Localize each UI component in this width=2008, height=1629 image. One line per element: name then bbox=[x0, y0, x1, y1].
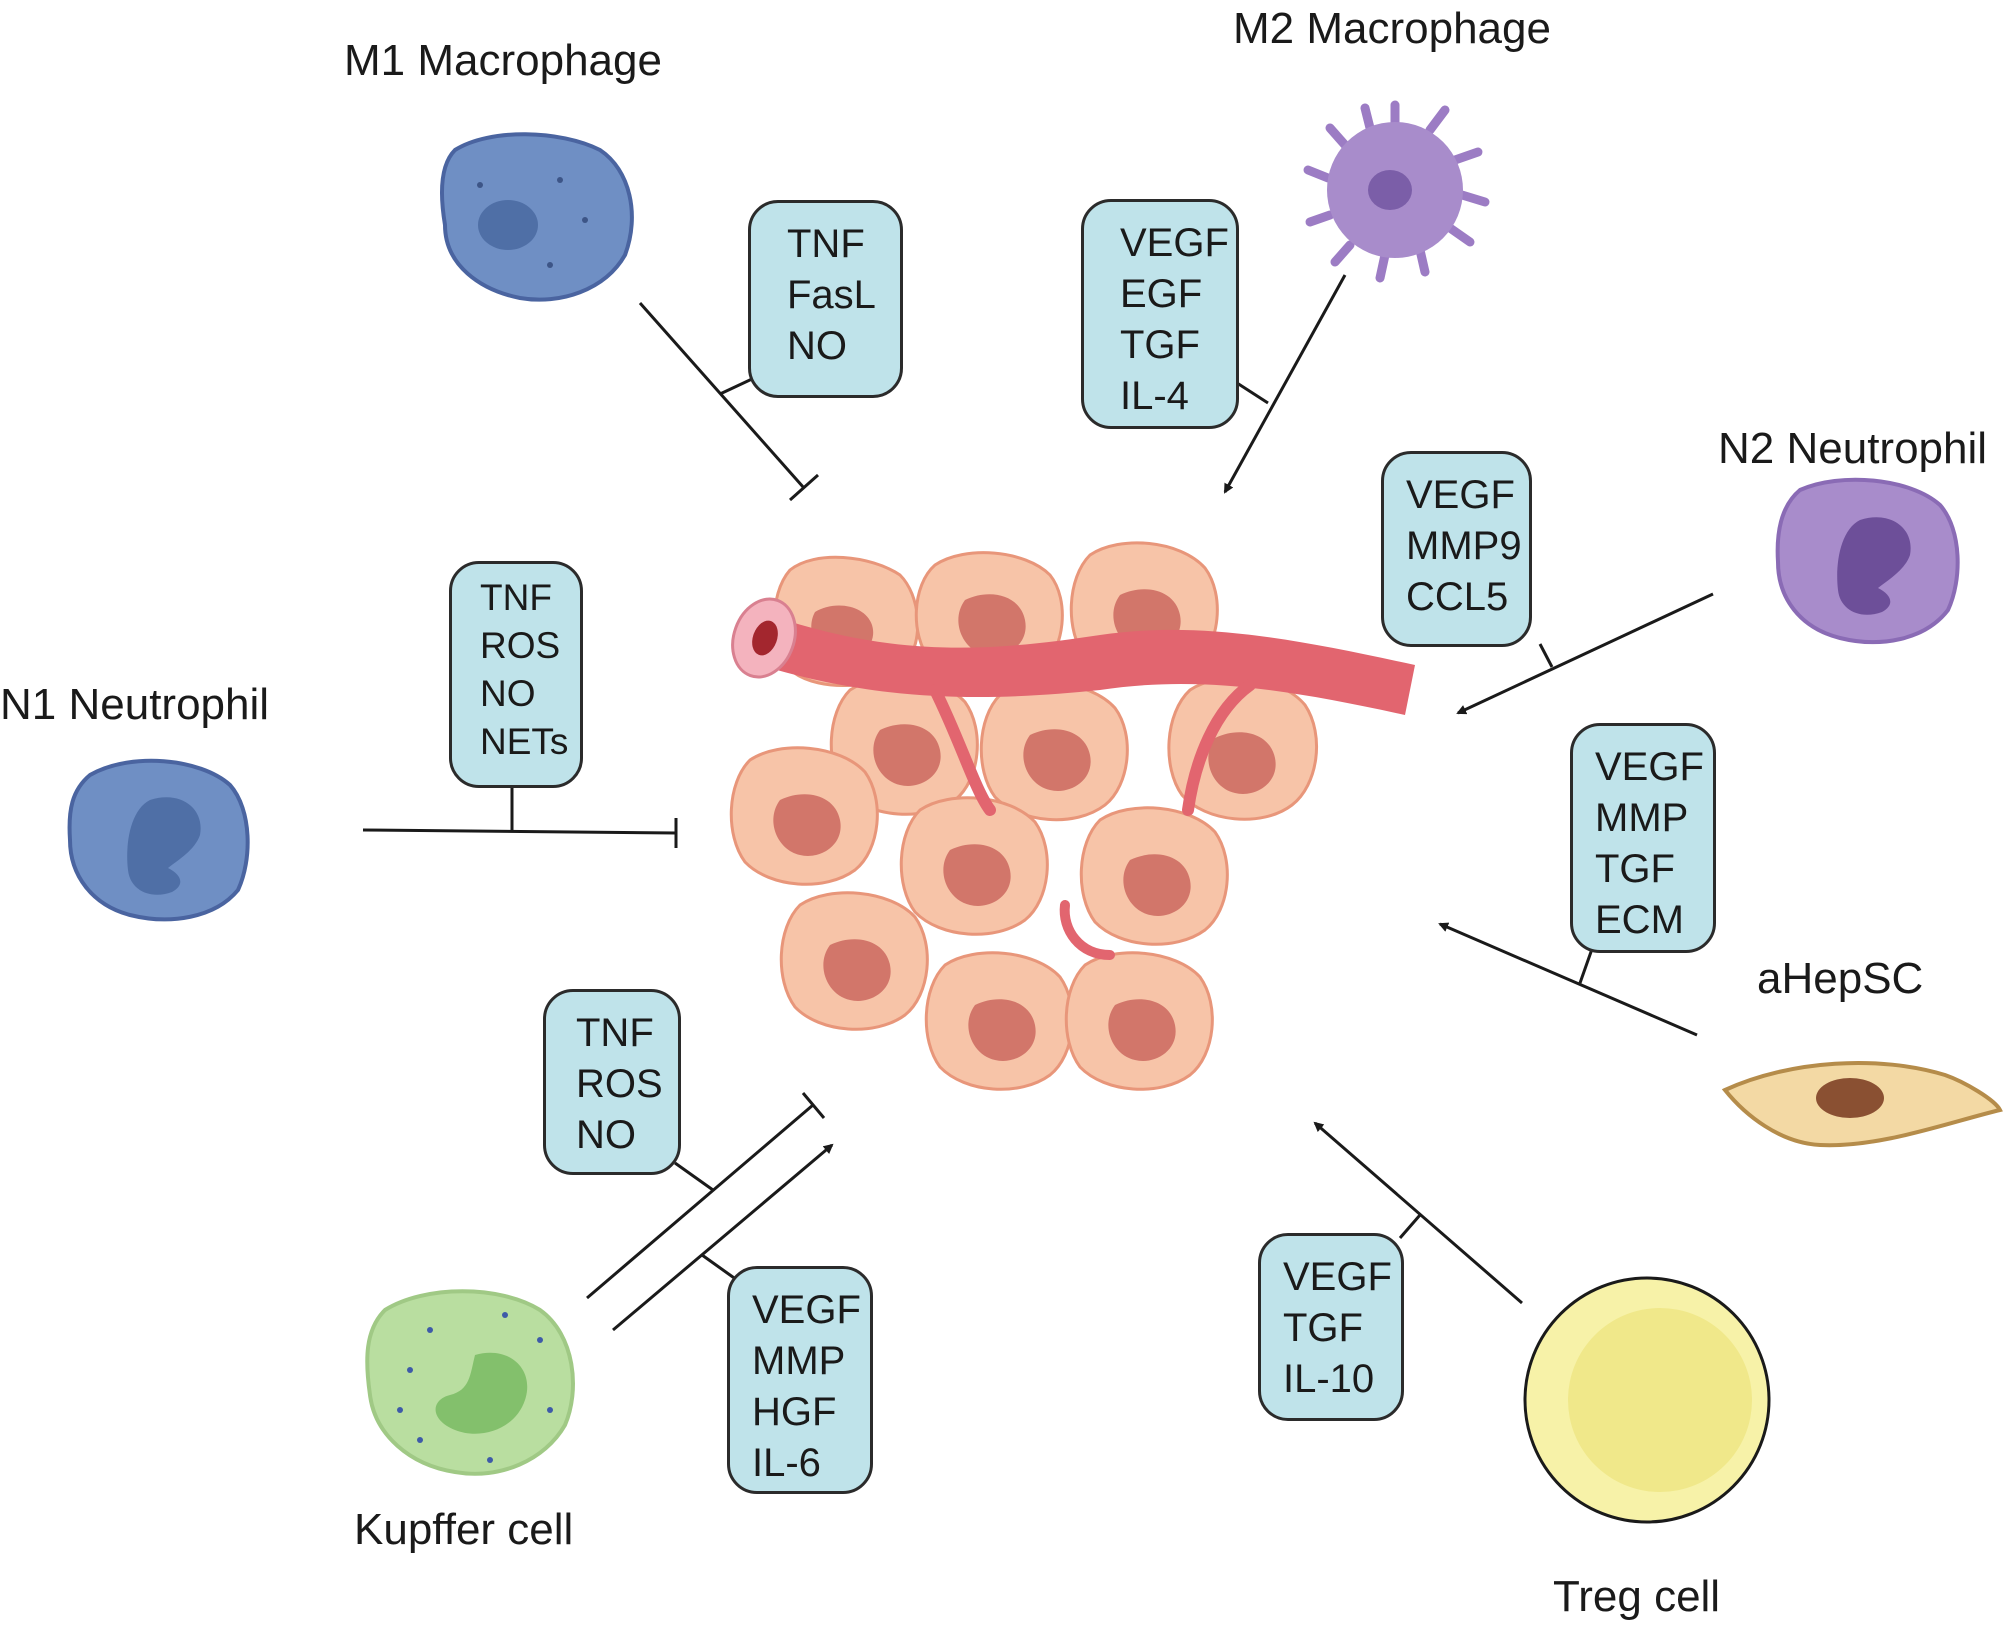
factor-item: TGF bbox=[1595, 847, 1675, 891]
m1-inhibit-bar bbox=[789, 473, 819, 502]
ahepsc-factor-tether bbox=[1578, 948, 1594, 984]
kupffer-promote-arrow bbox=[612, 1143, 834, 1332]
tumor-cell bbox=[979, 681, 1129, 822]
n2-neutrophil-cell bbox=[1775, 477, 1960, 645]
factor-item: NO bbox=[787, 324, 847, 368]
factor-item: TGF bbox=[1283, 1306, 1363, 1350]
factor-item: MMP9 bbox=[1406, 524, 1522, 568]
factor-item: TNF bbox=[787, 222, 865, 266]
treg-promote-arrow bbox=[1313, 1121, 1523, 1305]
factor-item: VEGF bbox=[1283, 1255, 1392, 1299]
ahepsc-factor-box: VEGF MMP TGF ECM bbox=[1570, 723, 1716, 953]
kupffer-inhibit-factor-box: TNF ROS NO bbox=[543, 989, 681, 1175]
factor-item: ECM bbox=[1595, 898, 1684, 942]
m2-factor-box: VEGF EGF TGF IL-4 bbox=[1081, 199, 1239, 429]
kupffer-cell bbox=[365, 1289, 575, 1476]
factor-item: EGF bbox=[1120, 272, 1203, 316]
treg-cell bbox=[1523, 1276, 1771, 1524]
m2-factor-tether bbox=[1236, 381, 1269, 405]
tumor-cell bbox=[1064, 951, 1214, 1091]
ahepsc-promote-arrow bbox=[1438, 922, 1698, 1037]
kupffer-cell-label: Kupffer cell bbox=[354, 1505, 574, 1554]
tumor-cell bbox=[1167, 676, 1318, 821]
factor-item: TGF bbox=[1120, 323, 1200, 367]
n2-promote-arrow bbox=[1456, 592, 1714, 715]
factor-item: NO bbox=[576, 1113, 636, 1157]
n1-neutrophil-cell bbox=[67, 758, 250, 922]
factor-item: VEGF bbox=[1120, 221, 1229, 265]
connectors bbox=[362, 274, 1714, 1332]
tumor-cell bbox=[779, 891, 929, 1031]
factor-item: IL-10 bbox=[1283, 1357, 1375, 1401]
kupffer-promote-tether bbox=[701, 1253, 738, 1282]
tumor-cell bbox=[924, 951, 1074, 1091]
treg-cell-label: Treg cell bbox=[1553, 1572, 1721, 1621]
n2-factor-tether bbox=[1538, 643, 1554, 668]
m2-macrophage-cell bbox=[1303, 100, 1490, 283]
factor-item: FasL bbox=[787, 273, 876, 317]
ahepsc-label: aHepSC bbox=[1757, 954, 1924, 1003]
factor-item: VEGF bbox=[752, 1288, 861, 1332]
m1-inhibit-line bbox=[638, 302, 806, 489]
m1-macrophage-label: M1 Macrophage bbox=[344, 36, 662, 85]
factor-item: NO bbox=[480, 673, 536, 714]
factor-item: ROS bbox=[576, 1062, 663, 1106]
n2-neutrophil-label: N2 Neutrophil bbox=[1718, 424, 1988, 473]
factor-item: IL-6 bbox=[752, 1441, 821, 1485]
ahepsc-cell bbox=[1721, 1061, 2003, 1148]
tumor-cell bbox=[1079, 806, 1229, 946]
factor-item: MMP bbox=[1595, 796, 1689, 840]
kupffer-inhibit-tether bbox=[674, 1161, 714, 1192]
tumor-cell bbox=[899, 796, 1049, 936]
treg-factor-tether bbox=[1398, 1214, 1422, 1239]
factor-item: NETs bbox=[480, 721, 569, 762]
factor-item: VEGF bbox=[1595, 745, 1704, 789]
factor-item: VEGF bbox=[1406, 473, 1515, 517]
n2-factor-box: VEGF MMP9 CCL5 bbox=[1381, 451, 1532, 647]
factor-item: TNF bbox=[480, 577, 552, 618]
kupffer-inhibit-bar bbox=[801, 1092, 826, 1119]
m1-factor-tether bbox=[719, 377, 753, 396]
m2-macrophage-label: M2 Macrophage bbox=[1233, 4, 1551, 53]
factor-item: TNF bbox=[576, 1011, 654, 1055]
tumor-cell bbox=[729, 746, 879, 886]
blood-vessel bbox=[731, 597, 1415, 960]
n1-neutrophil-label: N1 Neutrophil bbox=[0, 680, 270, 729]
kupffer-promote-factor-box: VEGF MMP HGF IL-6 bbox=[727, 1266, 873, 1494]
factor-item: CCL5 bbox=[1406, 575, 1509, 619]
n1-factor-box: TNF ROS NO NETs bbox=[449, 561, 583, 788]
n1-inhibit-line bbox=[362, 828, 677, 835]
treg-factor-box: VEGF TGF IL-10 bbox=[1258, 1233, 1404, 1421]
factor-item: MMP bbox=[752, 1339, 846, 1383]
m1-factor-box: TNF FasL NO bbox=[748, 200, 903, 398]
factor-item: ROS bbox=[480, 625, 561, 666]
factor-item: IL-4 bbox=[1120, 374, 1189, 418]
m1-macrophage-cell bbox=[440, 132, 634, 302]
kupffer-inhibit-line bbox=[586, 1103, 814, 1300]
tumor-cell-cluster bbox=[729, 541, 1318, 1091]
factor-item: HGF bbox=[752, 1390, 837, 1434]
m2-promote-arrow bbox=[1223, 274, 1347, 494]
